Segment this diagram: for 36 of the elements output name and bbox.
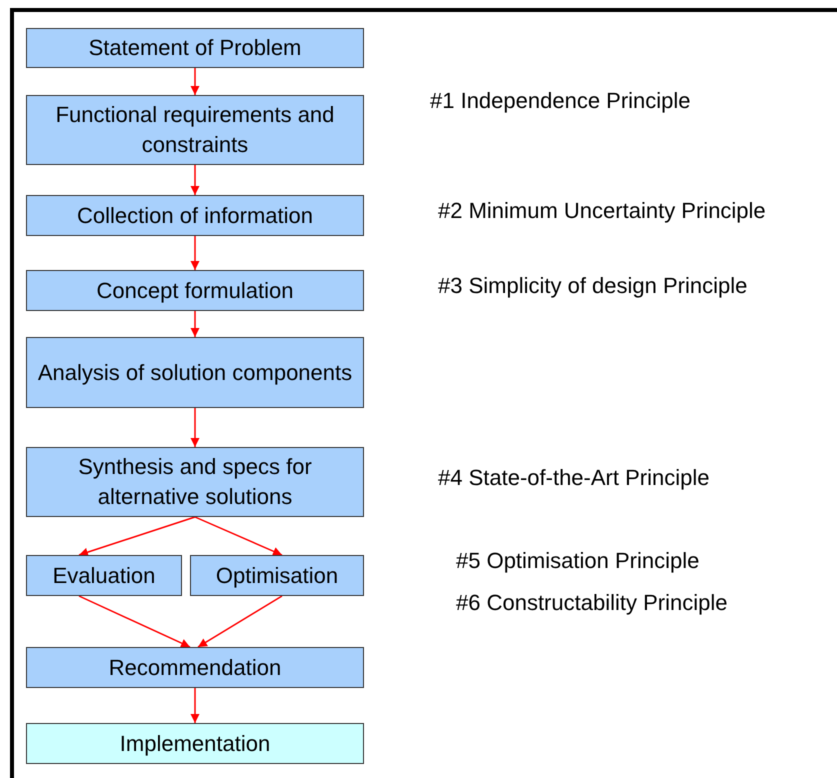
arrow [190, 68, 200, 95]
process-box [26, 337, 364, 408]
principle-label: #2 Minimum Uncertainty Principle [438, 198, 766, 224]
box-label: Analysis of solution components [38, 358, 352, 387]
box-label: Recommendation [108, 654, 282, 682]
arrow [190, 408, 200, 447]
process-box [26, 28, 364, 68]
arrow [194, 516, 282, 556]
principle-label: #4 State-of-the-Art Principle [438, 465, 710, 491]
arrow [198, 595, 282, 648]
process-box [26, 647, 364, 688]
box-label: Optimisation [216, 562, 338, 590]
arrow [190, 236, 200, 270]
process-box [26, 95, 364, 165]
principle-label: #1 Independence Principle [430, 88, 691, 114]
box-label: Implementation [120, 730, 270, 758]
arrow [190, 688, 200, 723]
process-box [26, 723, 364, 764]
arrow [78, 516, 196, 556]
arrow [78, 595, 190, 648]
box-label: Statement of Problem [88, 34, 302, 62]
process-box [190, 555, 364, 596]
box-label: Concept formulation [96, 276, 294, 305]
process-box [26, 195, 364, 236]
box-label: Evaluation [52, 562, 156, 590]
principle-label: #5 Optimisation Principle [456, 548, 700, 574]
box-label: Functional requirements and constraints [54, 101, 336, 159]
process-box [26, 270, 364, 311]
box-label: Collection of information [76, 202, 313, 230]
arrow [190, 311, 200, 337]
principle-label: #6 Constructability Principle [456, 590, 728, 616]
principle-label: #3 Simplicity of design Principle [438, 273, 748, 299]
process-box [26, 555, 182, 596]
arrow [190, 165, 200, 195]
box-label: Synthesis and specs for alternative solutions [77, 453, 313, 511]
process-box [26, 447, 364, 517]
